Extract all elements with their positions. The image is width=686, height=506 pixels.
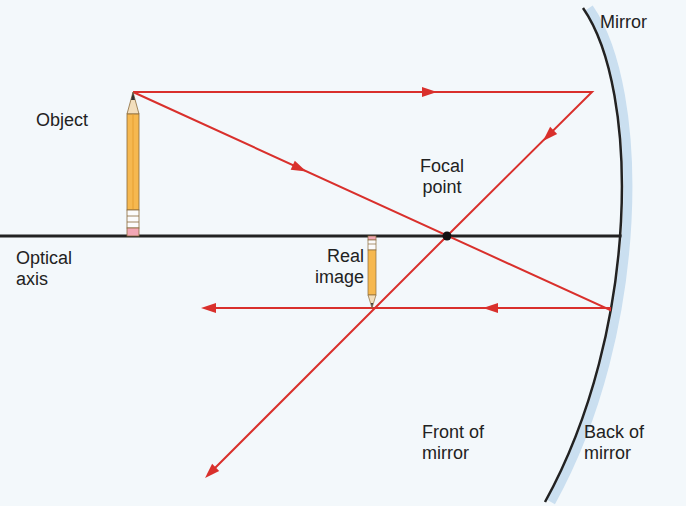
arrowhead bbox=[202, 464, 220, 482]
object-pencil bbox=[127, 92, 139, 236]
ray-parallel bbox=[133, 92, 592, 475]
object-label: Object bbox=[34, 110, 118, 131]
arrowhead bbox=[201, 303, 216, 313]
mirror-label: Mirror bbox=[598, 12, 682, 33]
focal-point-dot bbox=[443, 232, 452, 241]
image-pencil bbox=[368, 236, 376, 308]
ray-arrowheads bbox=[201, 87, 557, 481]
arrowhead bbox=[291, 161, 309, 176]
back-mirror-label: Back of mirror bbox=[582, 422, 676, 464]
arrowhead bbox=[422, 87, 437, 97]
front-mirror-label: Front of mirror bbox=[420, 422, 514, 464]
arrowhead bbox=[483, 303, 498, 313]
optical-axis-label: Optical axis bbox=[14, 248, 98, 290]
focal-point-label: Focal point bbox=[408, 156, 476, 198]
light-rays bbox=[133, 92, 610, 475]
ray-through-focus bbox=[133, 92, 610, 310]
arrowhead bbox=[540, 127, 558, 145]
real-image-label: Real image bbox=[296, 246, 366, 288]
optical-axis-line bbox=[0, 235, 628, 238]
